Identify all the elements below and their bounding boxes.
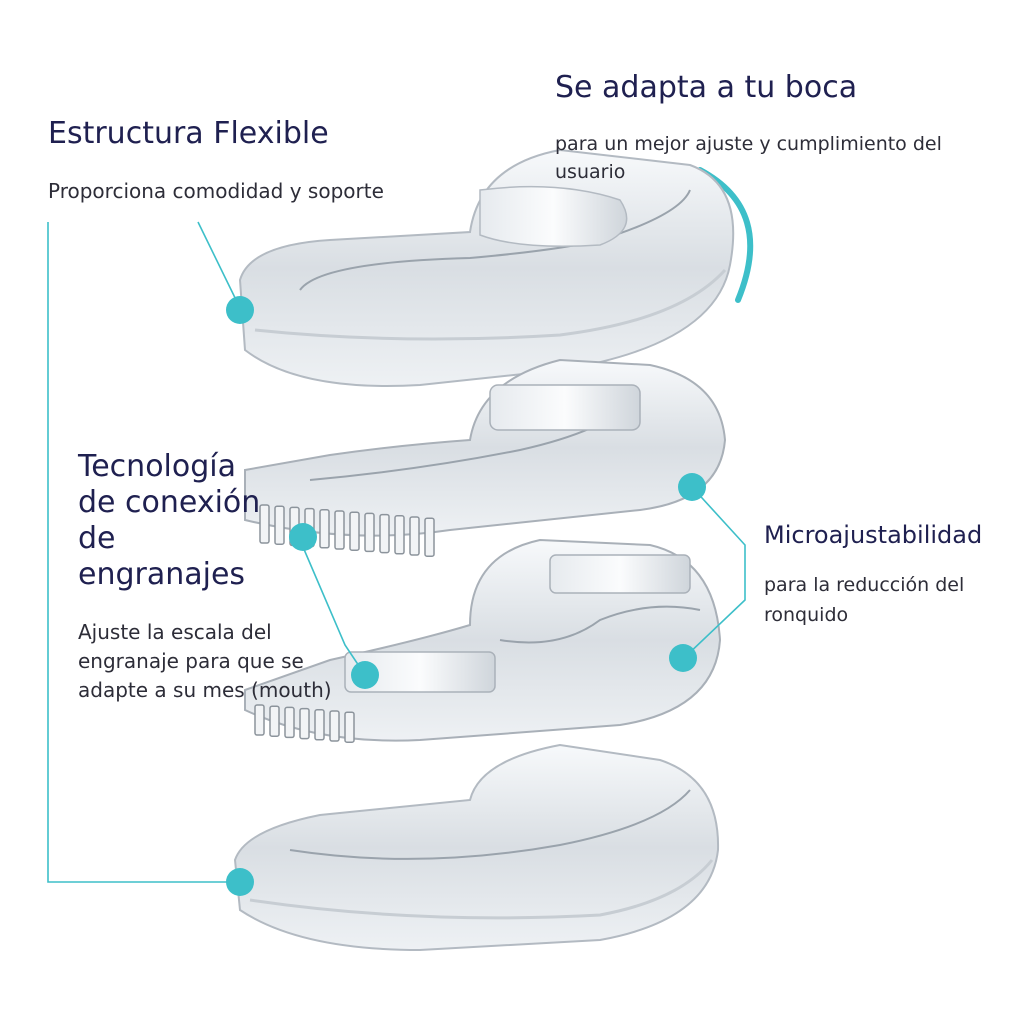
callout-description: Ajuste la escala del engranaje para que … xyxy=(78,619,332,702)
callout-title: Se adapta a tu boca xyxy=(555,69,858,105)
gear-tooth xyxy=(299,707,310,740)
gear-tooth xyxy=(314,709,325,741)
gear-tooth xyxy=(364,512,375,553)
gear-tooth xyxy=(379,513,390,554)
gear-tooth xyxy=(409,516,420,556)
callout-title: Estructura Flexible xyxy=(48,115,329,151)
callout-title-line: engranajes xyxy=(78,556,246,592)
gear-tooth xyxy=(344,711,355,743)
callout-description: Proporciona comodidad y soporte xyxy=(48,178,384,203)
gear-tooth xyxy=(259,504,270,544)
gear-tooth xyxy=(284,706,295,739)
callout-title: Microajustabilidad xyxy=(764,520,983,549)
gear-tooth xyxy=(394,515,405,555)
callout-title-line: Tecnología xyxy=(78,448,236,484)
mouthguard-layer-icon xyxy=(244,358,727,557)
callout-dot-icon xyxy=(289,523,317,551)
gear-tooth xyxy=(319,509,330,549)
callout-gear-technology: Tecnología de conexión de engranajes Aju… xyxy=(78,424,378,705)
callout-dot-icon xyxy=(669,644,697,672)
callout-flexible-structure: Estructura Flexible Proporciona comodida… xyxy=(48,92,388,206)
callout-dot-icon xyxy=(226,868,254,896)
mouthguard-layer-icon xyxy=(244,538,722,743)
callout-title-line: de conexión xyxy=(78,484,261,520)
callout-dot-icon xyxy=(226,296,254,324)
gear-tooth xyxy=(269,705,280,737)
callout-description: para un mejor ajuste y cumplimiento del … xyxy=(555,132,942,183)
callout-lines xyxy=(47,221,746,883)
gear-tooth xyxy=(274,505,285,545)
gear-tooth xyxy=(349,511,360,551)
callout-title-line: de xyxy=(78,520,116,556)
gear-tooth xyxy=(254,704,265,736)
callout-title: Tecnología de conexión de engranajes xyxy=(78,449,378,593)
gear-tooth xyxy=(334,510,345,550)
callout-dot-icon xyxy=(678,473,706,501)
callout-description: para la reducción del ronquido xyxy=(764,573,965,626)
mouthguard-layer-icon xyxy=(238,148,735,387)
callout-dots xyxy=(226,296,706,896)
gear-tooth xyxy=(329,710,340,742)
callout-adapts-to-mouth: Se adapta a tu boca para un mejor ajuste… xyxy=(555,46,995,186)
callout-micro-adjustability: Microajustabilidad para la reducción del… xyxy=(764,500,1014,630)
callout-dot-icon xyxy=(351,661,379,689)
mouthguard-layer-icon xyxy=(233,743,720,952)
gear-tooth xyxy=(424,517,435,557)
